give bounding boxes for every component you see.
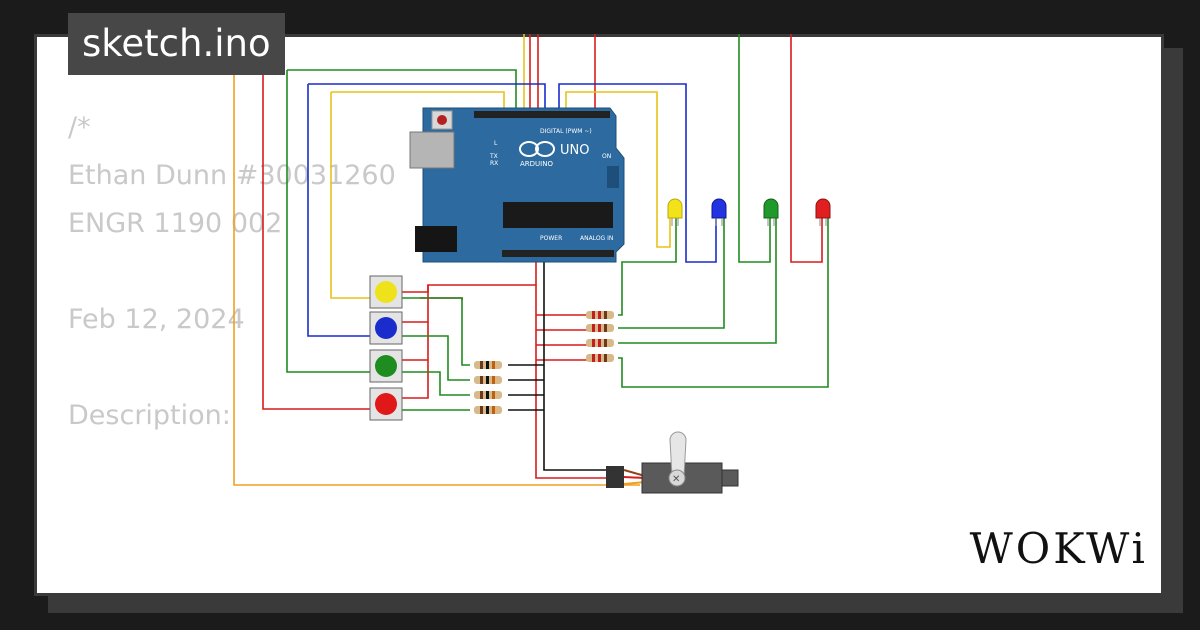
servo-motor: ✕: [606, 431, 739, 494]
red-led: [815, 198, 831, 226]
wire-blue-led: [558, 83, 717, 263]
resistor: [586, 324, 614, 332]
servo-horn: [669, 431, 687, 477]
wire-green-top: [738, 34, 771, 263]
yellow-led: [667, 198, 683, 226]
blue-button: [369, 311, 403, 345]
wire-5v-rail: [400, 255, 537, 399]
resistor: [474, 391, 502, 399]
blue-led: [711, 198, 727, 226]
resistor: [474, 361, 502, 369]
label-analog: ANALOG IN: [580, 235, 613, 242]
green-button: [369, 349, 403, 383]
atmega-chip: [503, 202, 613, 228]
wire-orange-servo: [233, 34, 640, 486]
wire-green-greenbutton: [287, 69, 517, 112]
svg-text:✕: ✕: [672, 474, 680, 485]
resistor: [586, 339, 614, 347]
red-button: [369, 387, 403, 421]
board-brand: ARDUINO: [520, 160, 553, 168]
wires: [233, 34, 829, 486]
power-jack: [415, 226, 457, 252]
icsp-header: [607, 166, 619, 188]
label-l: L: [494, 140, 498, 147]
label-power: POWER: [540, 235, 562, 242]
wokwi-logo: WOKWi: [969, 524, 1148, 573]
power-header: [502, 250, 614, 257]
resistor: [474, 376, 502, 384]
code-line: ENGR 1190 002: [68, 208, 283, 239]
label-rx: RX: [490, 160, 498, 167]
wire-gnd: [543, 255, 615, 471]
wire-yellow-led: [565, 91, 671, 248]
code-line: /*: [68, 112, 91, 143]
wire-yellow-yellowbutton: [331, 91, 505, 112]
wire-blue-bluebutton: [308, 83, 546, 112]
resistor: [586, 354, 614, 362]
sketch-title: sketch.ino: [68, 13, 285, 75]
digital-header: [474, 111, 610, 118]
resistor: [586, 311, 614, 319]
label-on: ON: [602, 153, 611, 160]
green-led: [763, 198, 779, 226]
usb-port: [409, 131, 455, 169]
label-tx: TX: [489, 153, 498, 160]
wire-red-redbutton: [262, 34, 372, 410]
button-resistors: [474, 361, 502, 414]
resistor: [474, 406, 502, 414]
label-digital: DIGITAL (PWM ~): [540, 128, 592, 135]
code-line: Feb 12, 2024: [68, 304, 245, 335]
servo-connector: [606, 466, 624, 488]
code-line: Description:: [68, 400, 231, 431]
arduino-uno-board: UNO ARDUINO DIGITAL (PWM ~) POWER ANALOG…: [409, 107, 625, 263]
board-model: UNO: [560, 143, 589, 158]
led-resistors: [586, 311, 614, 362]
wire-red-top4: [790, 34, 823, 263]
code-line: Ethan Dunn #30031260: [68, 160, 396, 191]
yellow-button: [369, 275, 403, 309]
wire-5v-servo: [535, 285, 615, 479]
